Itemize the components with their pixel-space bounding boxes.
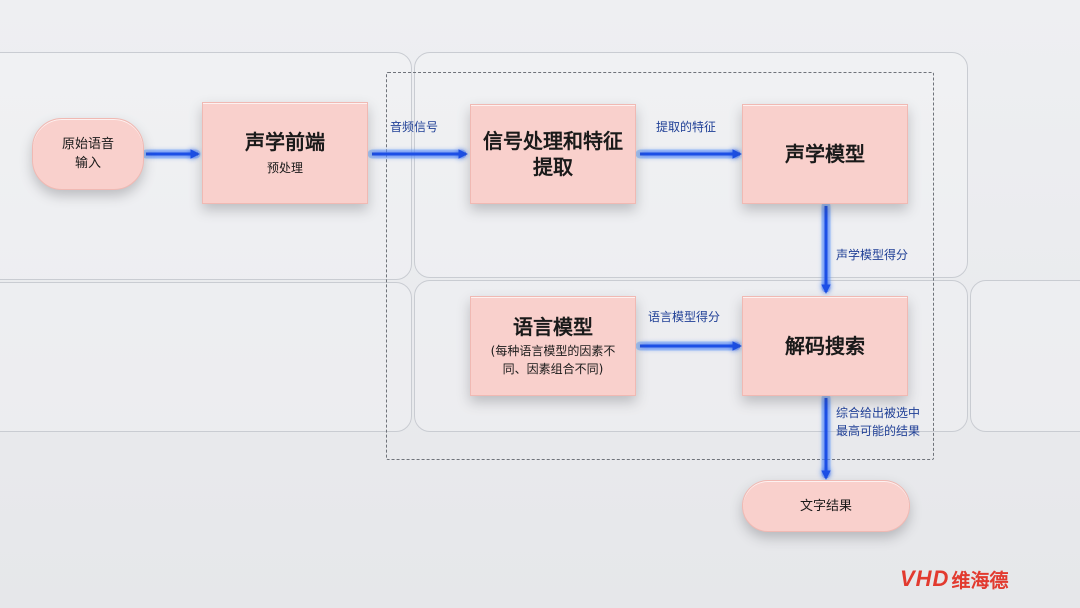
language-model-node: 语言模型 (每种语言模型的因素不 同、因素组合不同) — [470, 296, 636, 396]
vhd-logo-name: 维海德 — [951, 569, 1009, 592]
signal-processing-title: 信号处理和特征 提取 — [483, 129, 623, 179]
acoustic-frontend-subtitle: 预处理 — [266, 161, 303, 175]
signal-processing-node: 信号处理和特征 提取 — [470, 104, 636, 204]
edge-label-audio-signal: 音频信号 — [390, 120, 439, 134]
edge-label-acoustic-score: 声学模型得分 — [836, 248, 909, 262]
far-right-panel — [970, 280, 1080, 432]
text-result-node: 文字结果 — [742, 480, 910, 532]
edge-label-features: 提取的特征 — [656, 120, 717, 134]
processing-group-outline — [386, 72, 934, 460]
acoustic-frontend-title: 声学前端 — [245, 130, 325, 154]
language-model-subtitle: (每种语言模型的因素不 同、因素组合不同) — [490, 344, 616, 376]
decode-search-title: 解码搜索 — [785, 334, 865, 358]
vhd-logo-mark: VHD — [900, 566, 950, 591]
raw-speech-input-node: 原始语音 输入 — [32, 118, 144, 190]
text-result-label: 文字结果 — [799, 498, 852, 514]
edge-label-language-score: 语言模型得分 — [648, 310, 721, 324]
edge-label-decode-output: 综合给出被选中 最高可能的结果 — [836, 406, 921, 438]
acoustic-model-title: 声学模型 — [785, 142, 865, 166]
acoustic-model-node: 声学模型 — [742, 104, 908, 204]
left-bottom-panel — [0, 282, 412, 432]
acoustic-frontend-node: 声学前端 预处理 — [202, 102, 368, 204]
raw-speech-input-label: 原始语音 输入 — [61, 137, 114, 171]
decode-search-node: 解码搜索 — [742, 296, 908, 396]
language-model-title: 语言模型 — [513, 315, 593, 339]
vhd-logo: VHD 维海德 — [900, 566, 1008, 592]
